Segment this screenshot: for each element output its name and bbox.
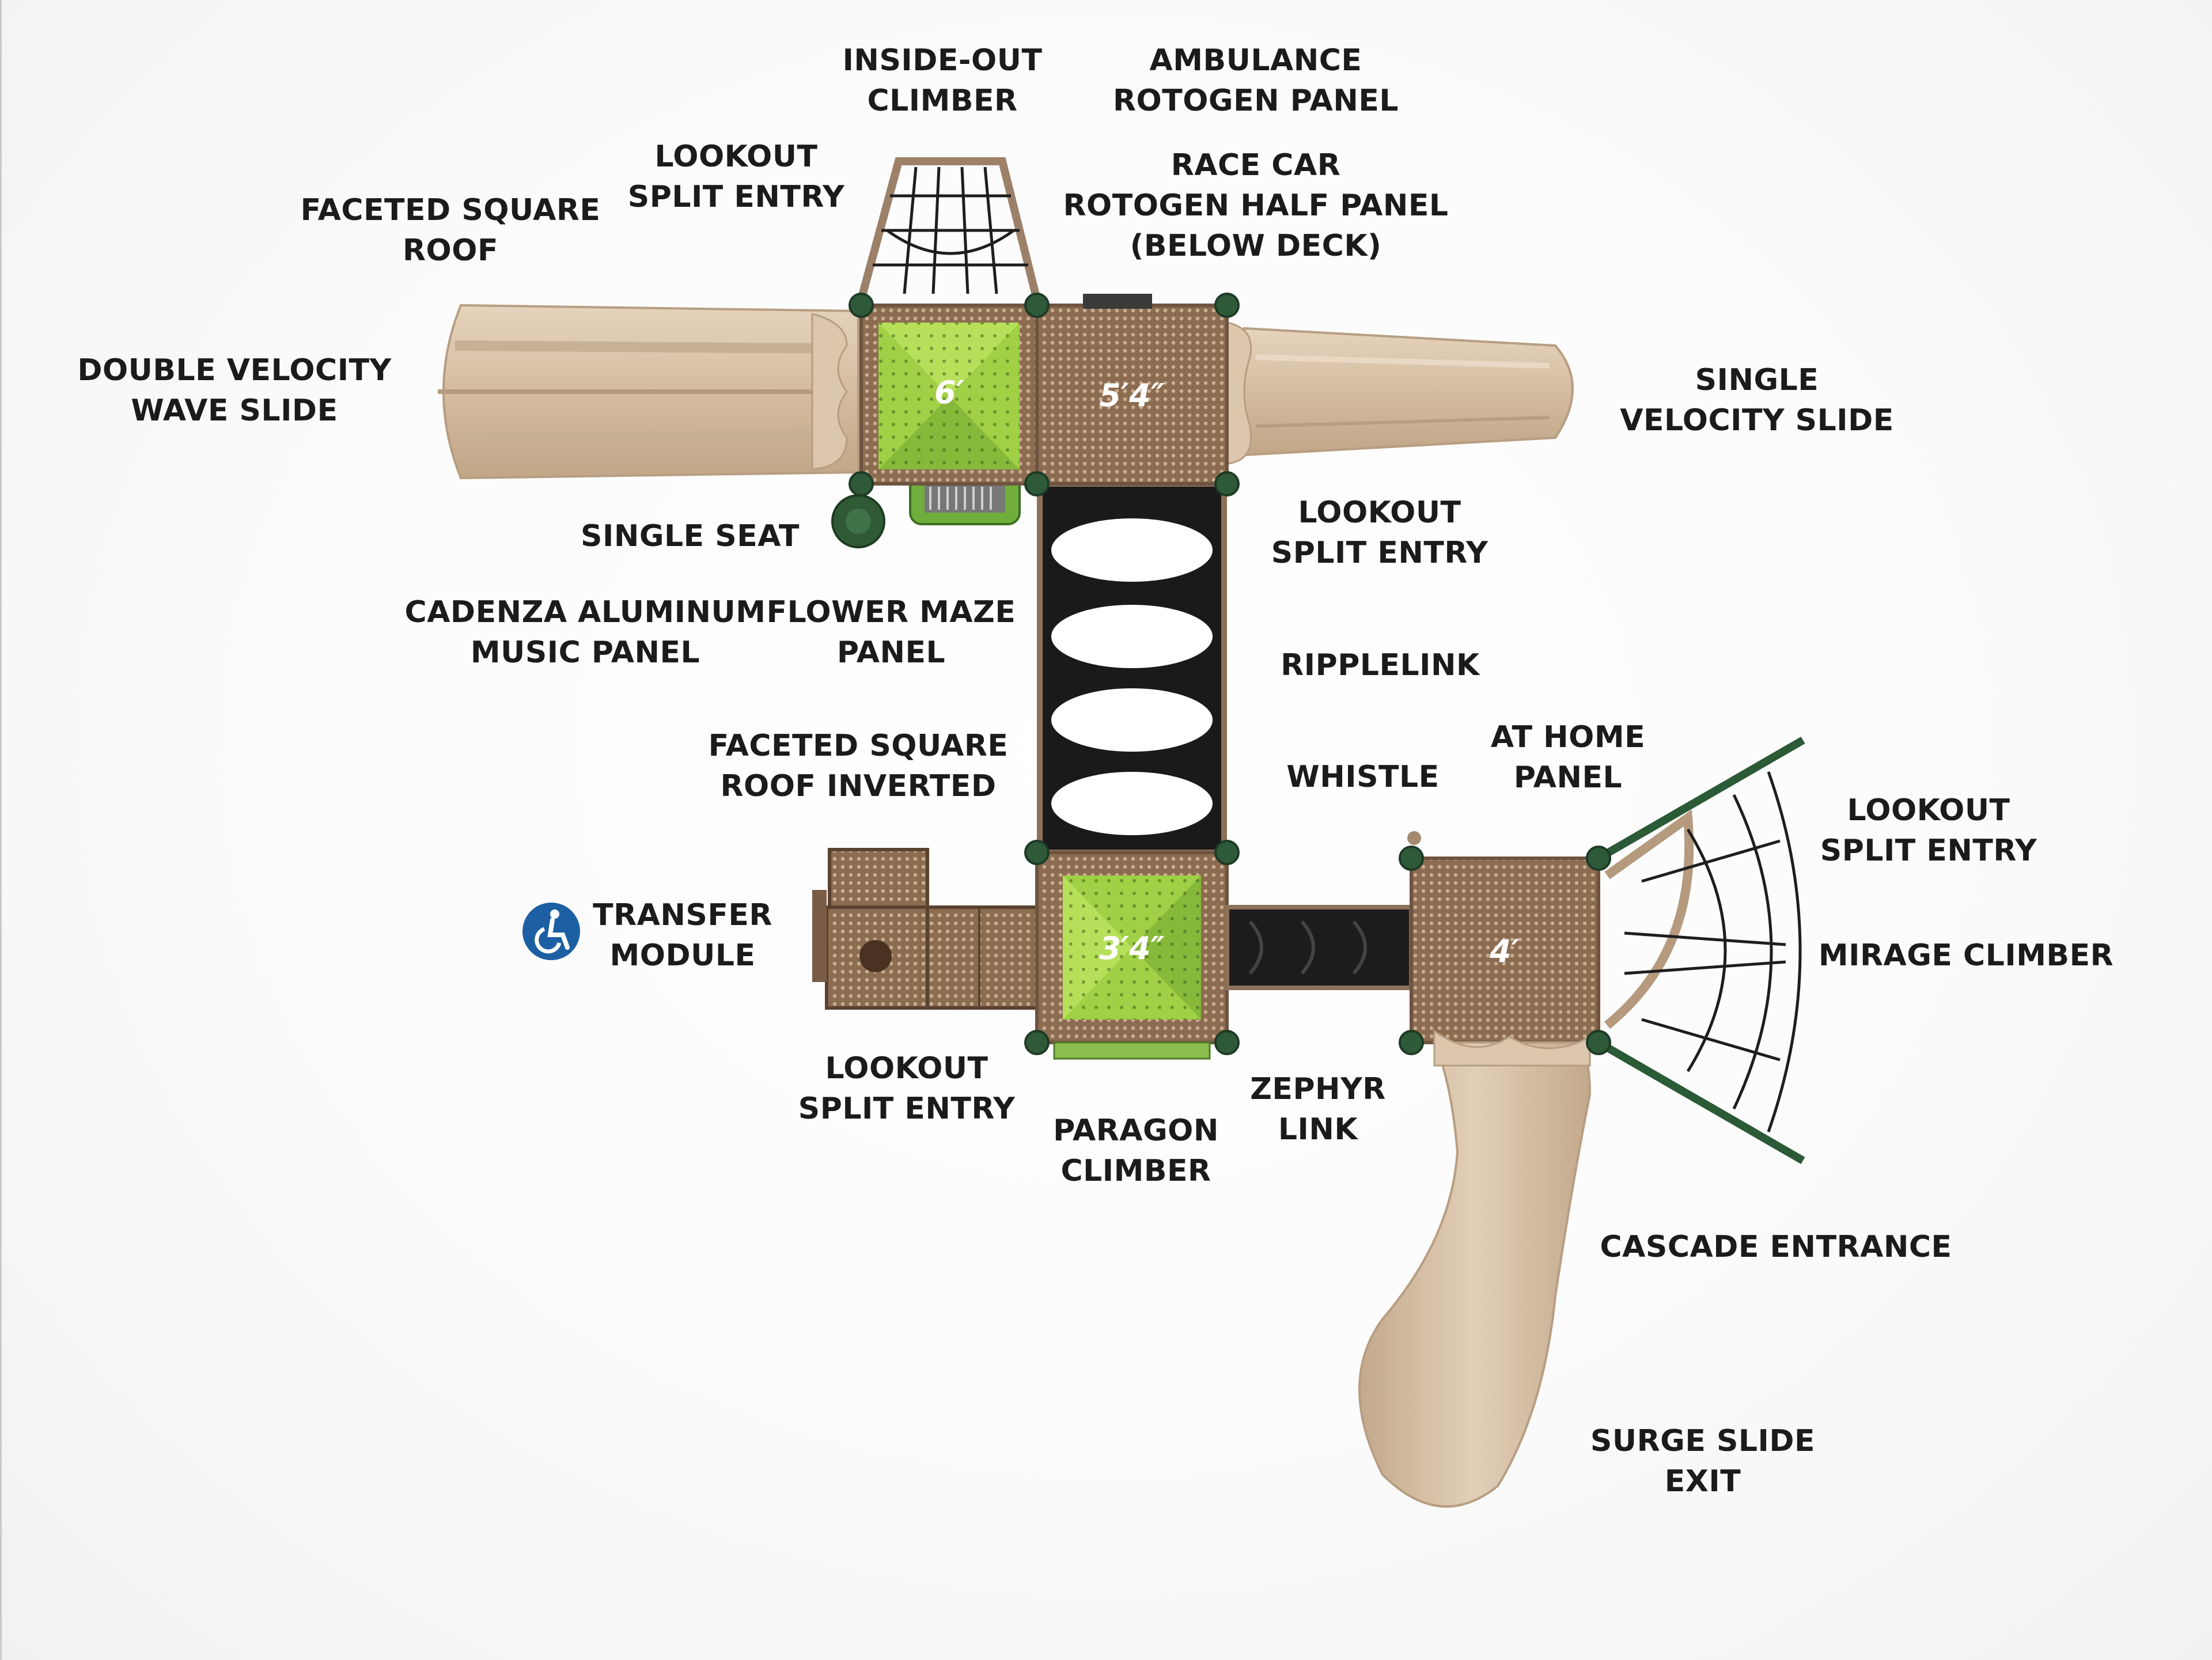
deck-3ft4-height: 3′4″ [1099,930,1165,967]
deck-6ft-height: 6′ [934,374,964,411]
race-car-rotogen-panel [1083,294,1152,309]
zephyr-link-bridge [1225,905,1414,990]
deck-5ft4: 5′4″ [1035,294,1229,486]
paragon-climber [1053,1041,1211,1060]
transfer-module-structure [812,848,1041,1010]
cascade-entrance [1433,1029,1591,1067]
label-mirage-climber: MIRAGE CLIMBER [1818,938,2114,973]
deck-5ft4-height: 5′4″ [1099,377,1165,414]
single-velocity-slide [1226,321,1574,465]
whistle [1407,831,1421,845]
single-seat [831,494,885,548]
left-border-line [0,0,2,1660]
ripplelink-tunnel [1037,481,1227,855]
label-cascade-entrance: CASCADE ENTRANCE [1600,1230,1952,1264]
inside-out-climber [857,157,1041,301]
support-posts [849,293,1611,1055]
label-single-seat: SINGLE SEAT [581,519,800,554]
label-ripplelink: RIPPLELINK [1281,648,1480,683]
deck-3ft4: 3′4″ [1035,851,1229,1060]
deck-4ft-height: 4′ [1489,933,1520,969]
deck-6ft: 6′ [859,304,1039,486]
mirage-climber [1596,736,1805,1165]
deck-4ft: 4′ [1407,831,1600,1044]
wheelchair-accessibility-icon [522,903,580,960]
double-velocity-wave-slide [438,304,859,480]
surge-slide [1358,1029,1592,1508]
label-whistle: WHISTLE [1286,760,1440,794]
